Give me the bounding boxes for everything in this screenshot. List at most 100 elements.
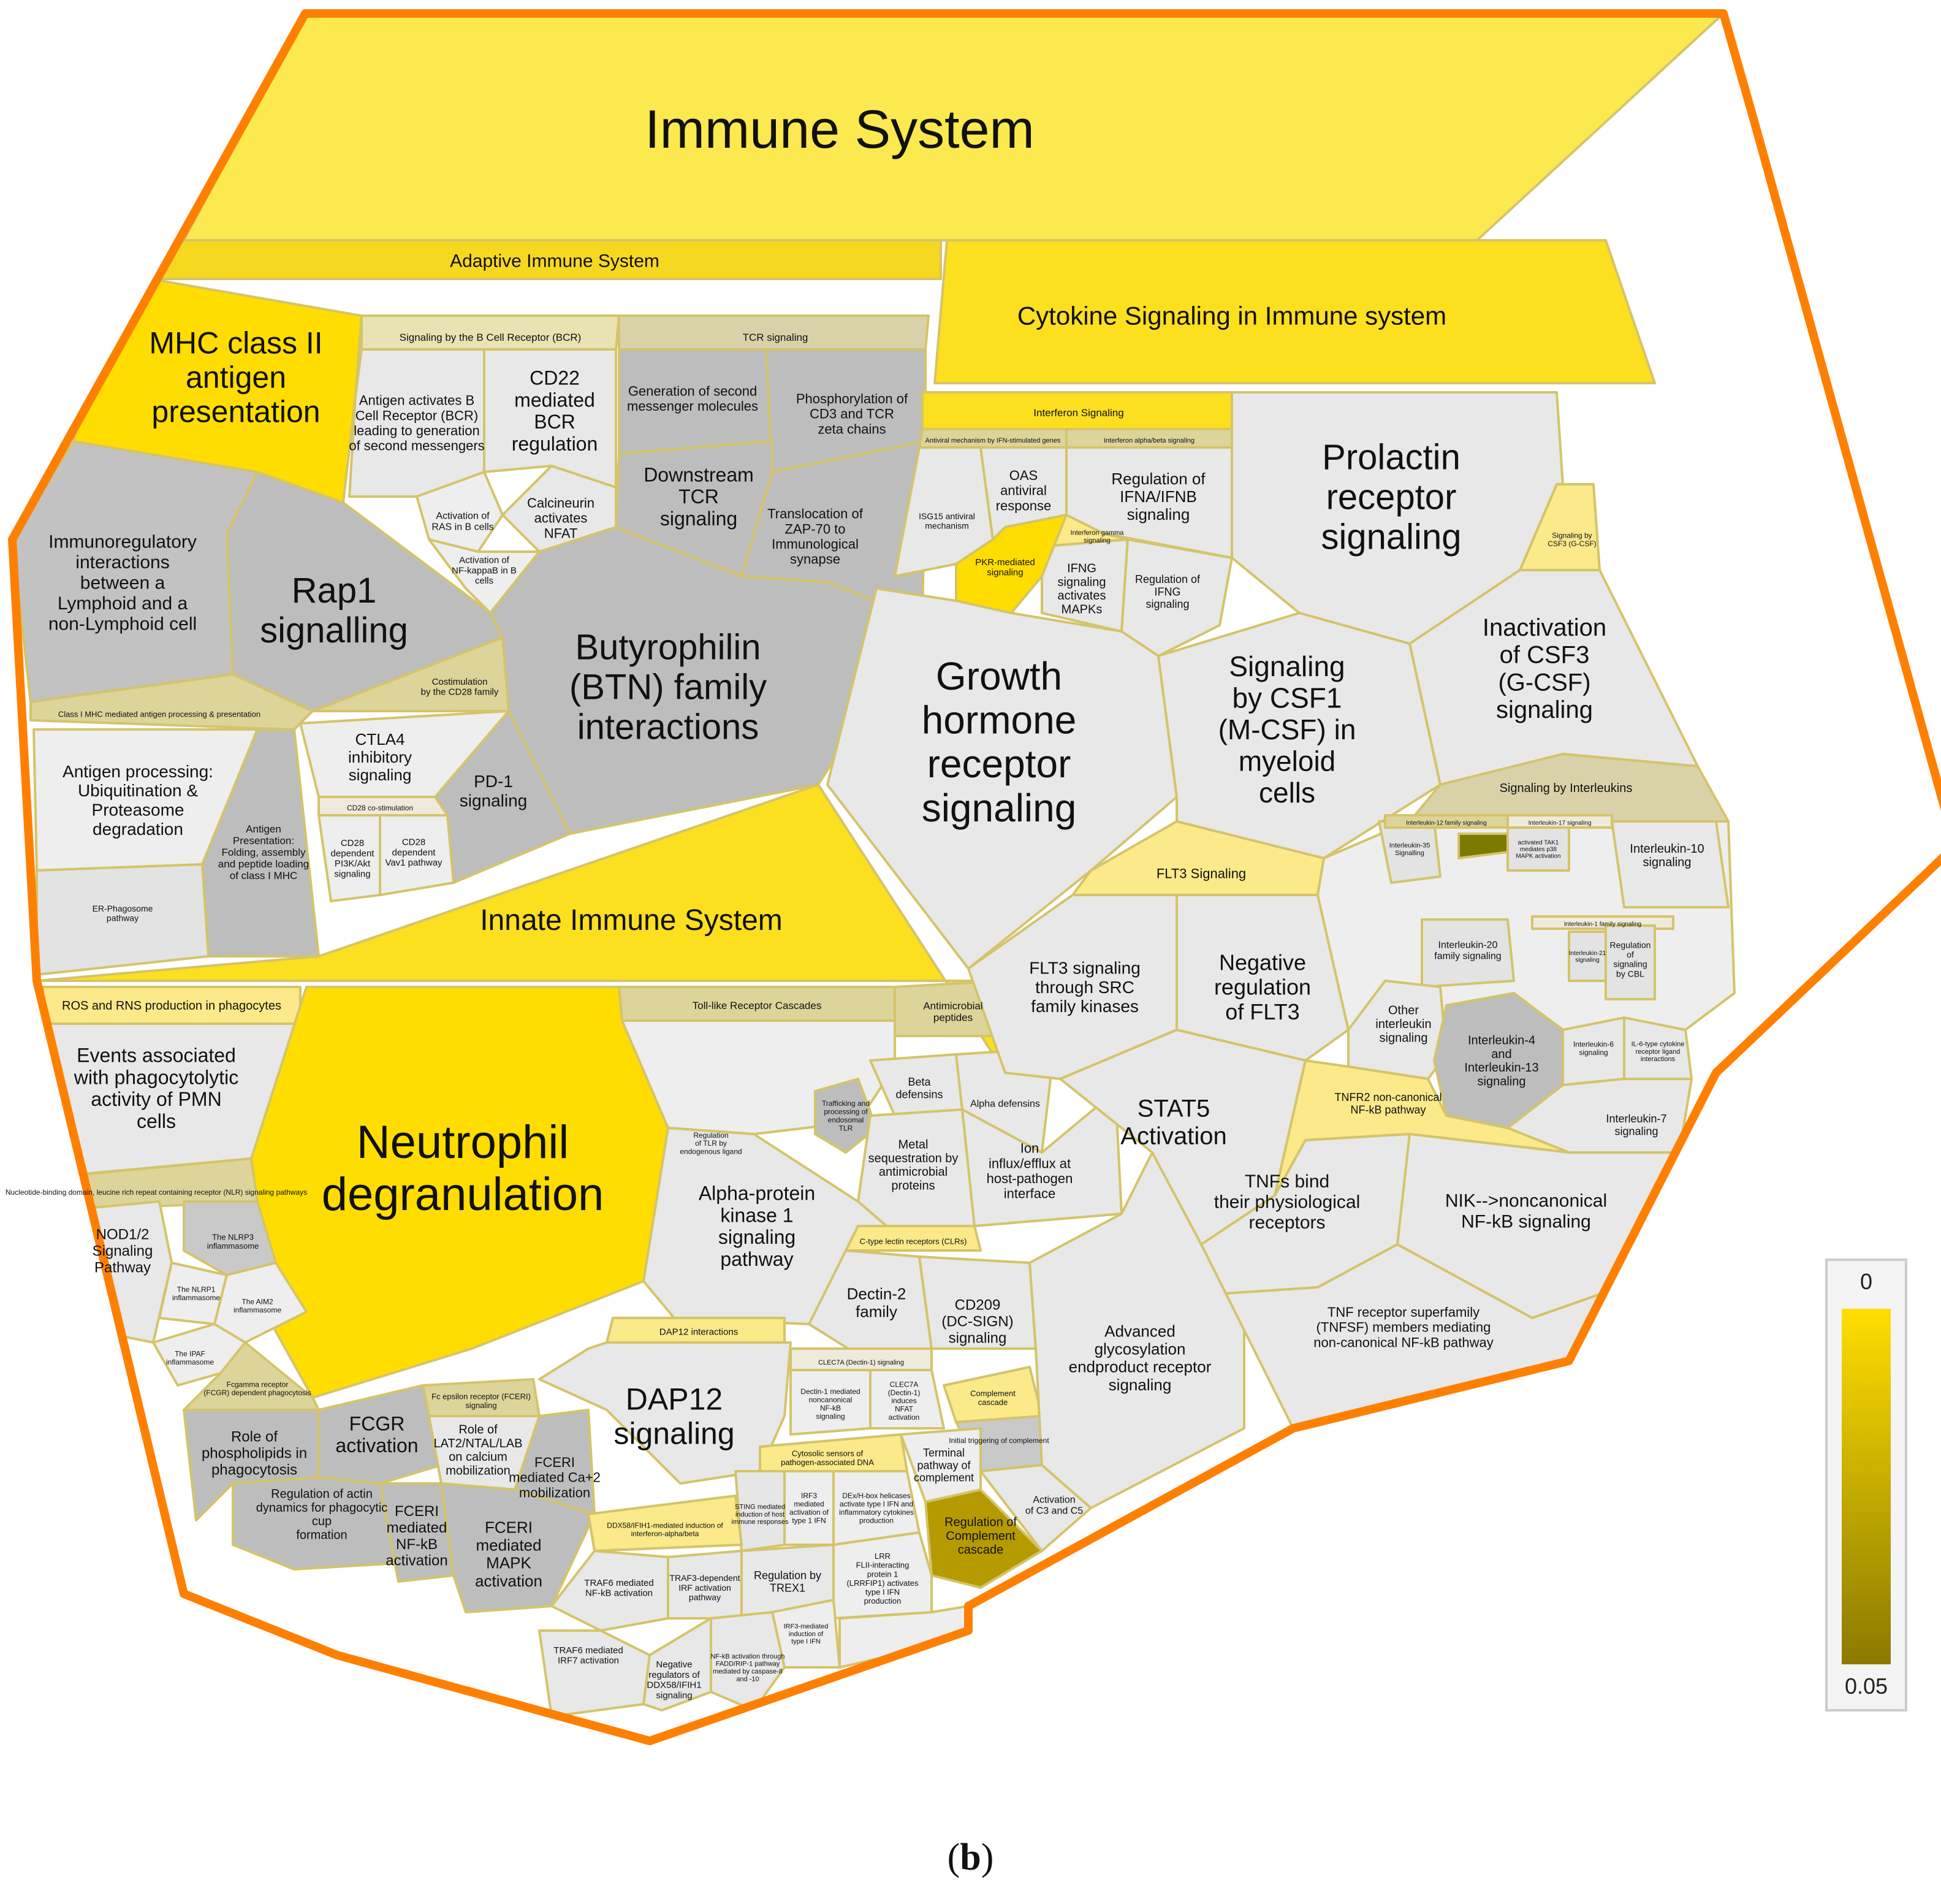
region-negative-ddx58[interactable] (642, 1617, 712, 1712)
region-ion-influx[interactable] (961, 1090, 1123, 1227)
region-tlr-header-label: Toll-like Receptor Cascades (693, 1000, 822, 1011)
region-clec7a-header-label: CLEC7A (Dectin-1) signaling (818, 1359, 904, 1366)
region-il17-header[interactable] (1506, 814, 1613, 829)
region-cd28-vav1[interactable] (379, 814, 455, 896)
color-scale (1825, 1259, 1907, 1712)
region-immune-system-header-label: Immune System (645, 99, 1035, 159)
region-il17[interactable] (1506, 826, 1570, 872)
region-ras-b-cells[interactable] (416, 471, 504, 553)
region-fcgr-activation[interactable] (317, 1384, 443, 1485)
figure-caption: (b) (0, 1836, 1941, 1879)
region-cytokine-header[interactable] (933, 239, 1656, 384)
region-dap12-header-label: DAP12 interactions (659, 1327, 738, 1337)
region-cd28-header-sub-label: CD28 co-stimulation (347, 804, 413, 812)
region-traf6-irf7[interactable] (538, 1629, 651, 1718)
region-ifng-regulation[interactable] (1120, 538, 1233, 657)
region-clec7a-inflamm[interactable] (869, 1369, 945, 1430)
region-il-cbl[interactable] (1605, 924, 1656, 1000)
region-aim2[interactable] (213, 1262, 308, 1344)
region-fcgr-header[interactable] (183, 1341, 320, 1411)
region-il12-header-label: Interleukin-12 family signaling (1406, 820, 1487, 827)
region-bcr-header-label: Signaling by the B Cell Receptor (BCR) (400, 332, 582, 343)
region-regulation-complement[interactable] (924, 1488, 1043, 1589)
region-innate-header-label: Innate Immune System (480, 904, 783, 937)
region-il10[interactable] (1611, 820, 1730, 908)
region-cd209-label: CD209(DC-SIGN)signaling (941, 1297, 1013, 1347)
region-tlr-trafficking[interactable] (814, 1078, 878, 1154)
region-antigen-presentation[interactable] (201, 728, 320, 958)
region-interferon-header-label: Interferon Signaling (1033, 407, 1123, 419)
region-il1-header-label: Interleukin-1 family signaling (1564, 921, 1641, 928)
caption-open: ( (947, 1837, 960, 1878)
region-age-receptor[interactable] (1028, 1151, 1245, 1509)
region-class-i-header[interactable] (29, 673, 314, 731)
region-dap12[interactable] (538, 1341, 792, 1485)
region-ctype-header[interactable] (845, 1225, 982, 1252)
region-ifng-mapk[interactable] (1041, 538, 1129, 633)
region-il20[interactable] (1421, 918, 1515, 988)
region-nod-header-label: Nucleotide-binding domain, leucine rich … (6, 1188, 307, 1197)
region-flt3-negative[interactable] (1176, 894, 1350, 1062)
color-scale-bottom-label: 0.05 (1844, 1674, 1888, 1699)
region-antigen-processing-label: Antigen processing:Ubiquitination &Prote… (63, 762, 213, 839)
region-alpha-defensins-label: Alpha defensins (970, 1099, 1040, 1110)
region-nfkb-fadd[interactable] (710, 1611, 786, 1712)
region-ddx58-header[interactable] (587, 1495, 743, 1552)
region-fcgr-header-label: Fcgamma receptor(FCGR) dependent phagocy… (203, 1380, 311, 1397)
region-ctype-header-label: C-type lectin receptors (CLRs) (860, 1237, 967, 1246)
